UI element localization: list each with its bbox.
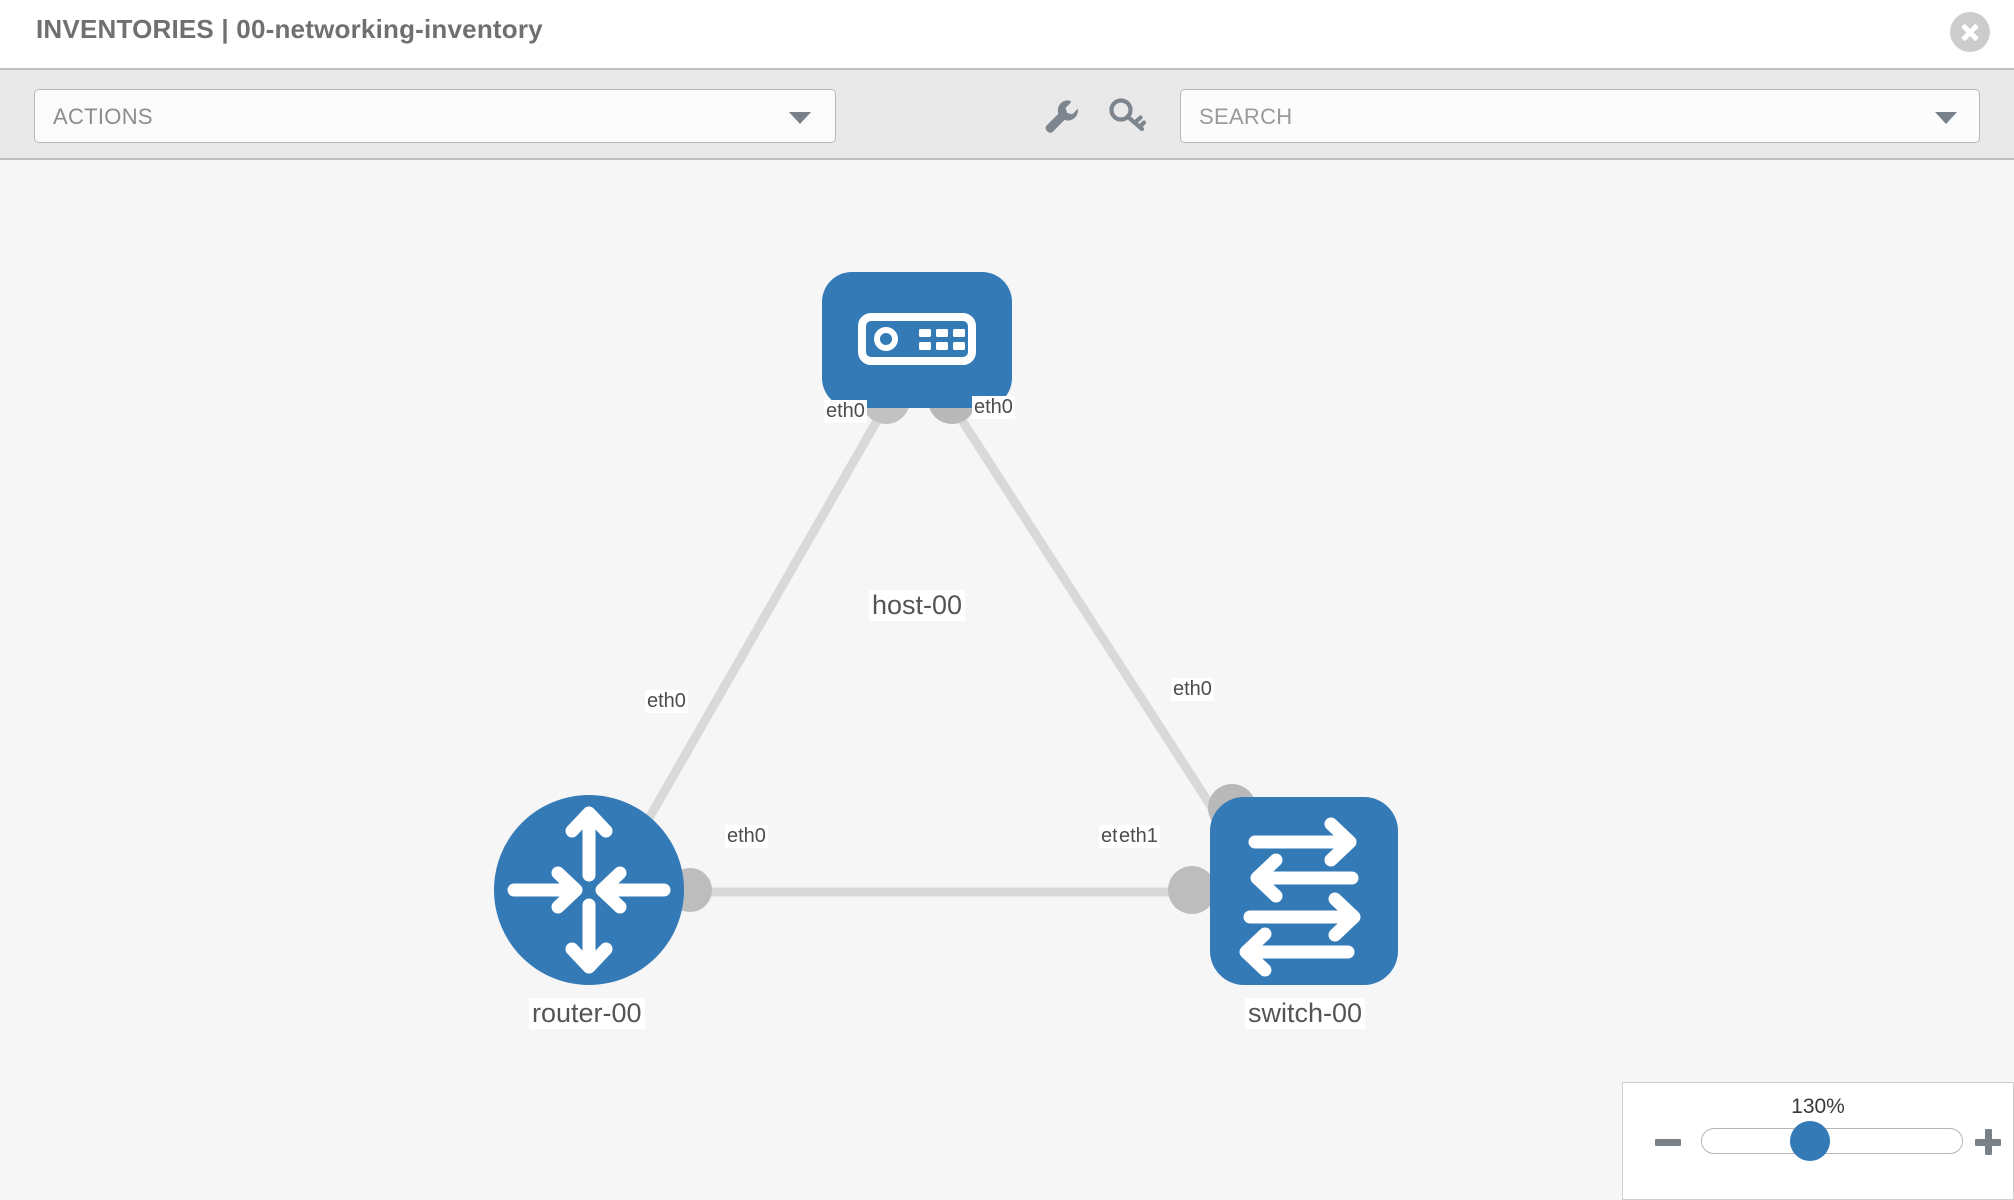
wrench-icon[interactable] [1040, 94, 1084, 138]
close-icon[interactable] [1950, 12, 1990, 52]
connector-switch00-eth1 [1168, 866, 1216, 914]
chevron-down-icon [789, 112, 811, 124]
zoom-control: 130% [1622, 1082, 2014, 1200]
key-icon[interactable] [1106, 94, 1150, 138]
edge-label-switch00-host00: eth0 [1171, 678, 1214, 701]
zoom-slider[interactable] [1701, 1128, 1963, 1154]
toolbar: ACTIONS SEARCH [0, 68, 2014, 160]
actions-dropdown[interactable]: ACTIONS [34, 89, 836, 143]
toolbar-icon-group [1040, 88, 1190, 144]
topology-links [620, 400, 1243, 897]
actions-dropdown-label: ACTIONS [53, 104, 153, 129]
node-label-switch-00: switch-00 [1245, 998, 1366, 1029]
topology-canvas[interactable]: eth0 eth0 eth0 eth0 eth0 eth eth1 host-0… [0, 160, 2014, 1200]
node-router-00 [494, 795, 684, 985]
edge-label-host00-switch00-near: eth0 [972, 396, 1015, 419]
link-host00-router00 [620, 400, 891, 865]
topology-graph [494, 272, 1398, 985]
edge-label-router00-eth0: eth0 [725, 825, 768, 848]
edge-label-host00-router00-near: eth0 [824, 400, 867, 423]
search-input[interactable]: SEARCH [1180, 89, 1980, 143]
page-title: INVENTORIES | 00-networking-inventory [36, 14, 543, 44]
search-placeholder-label: SEARCH [1199, 104, 1293, 129]
node-host-00 [822, 272, 1012, 408]
zoom-level-label: 130% [1791, 1095, 1845, 1118]
edge-label-switch00-eth1: eth1 [1117, 825, 1160, 848]
zoom-slider-thumb[interactable] [1790, 1121, 1830, 1161]
edge-label-router00-host00: eth0 [645, 690, 688, 713]
chevron-down-icon [1935, 112, 1957, 124]
page-header: INVENTORIES | 00-networking-inventory [0, 0, 2014, 68]
node-label-router-00: router-00 [529, 998, 645, 1029]
plus-icon[interactable] [1975, 1129, 2001, 1155]
node-label-host-00: host-00 [869, 590, 966, 621]
minus-icon[interactable] [1655, 1139, 1681, 1146]
node-switch-00 [1210, 797, 1398, 985]
link-host00-switch00 [947, 400, 1243, 853]
